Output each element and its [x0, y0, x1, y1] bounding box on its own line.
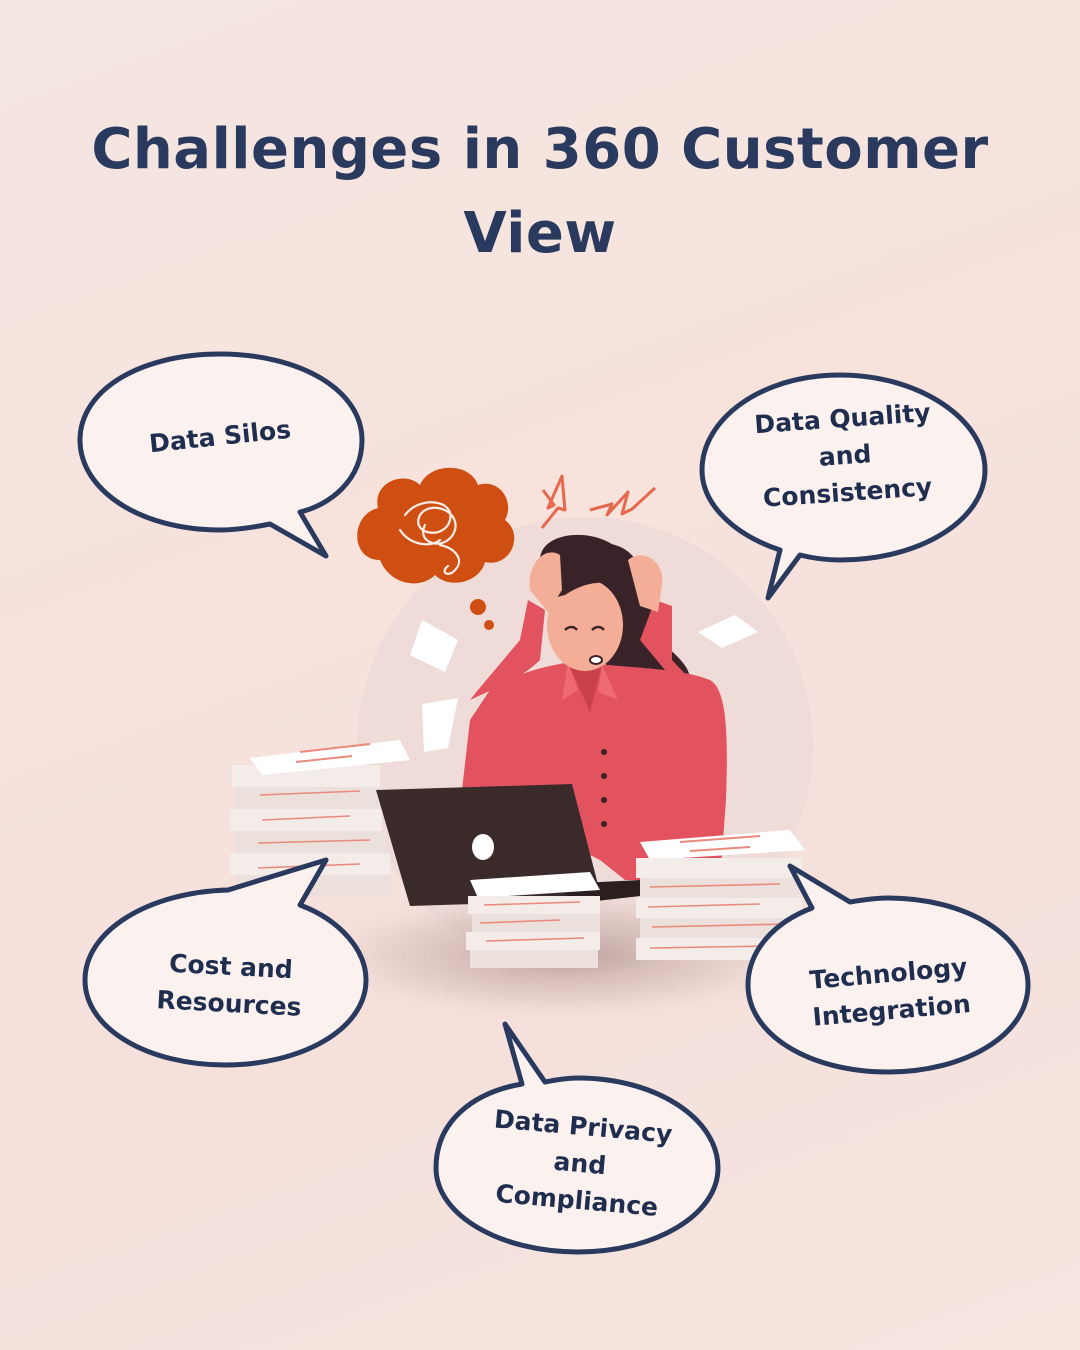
- page-title: Challenges in 360 Customer View: [60, 108, 1020, 276]
- stress-lightning-icon: [540, 474, 657, 529]
- paper-stack-icon: [466, 872, 600, 968]
- bubble-text-data-privacy: Data Privacy and Compliance: [461, 1098, 700, 1229]
- title-line-1: Challenges in 360 Customer: [91, 117, 989, 182]
- speech-bubble-data-privacy: [433, 1021, 721, 1255]
- speech-bubble-technology: [745, 863, 1031, 1075]
- speech-bubble-data-silos: [77, 351, 365, 559]
- title-line-2: View: [463, 201, 617, 266]
- bubble-text-cost: Cost and Resources: [118, 942, 342, 1027]
- speech-bubble-data-quality: [699, 372, 988, 601]
- bubble-text-data-quality: Data Quality and Consistency: [726, 392, 963, 519]
- thought-cloud-icon: [357, 467, 515, 630]
- speech-bubble-cost: [82, 857, 369, 1068]
- floating-papers: [410, 615, 758, 752]
